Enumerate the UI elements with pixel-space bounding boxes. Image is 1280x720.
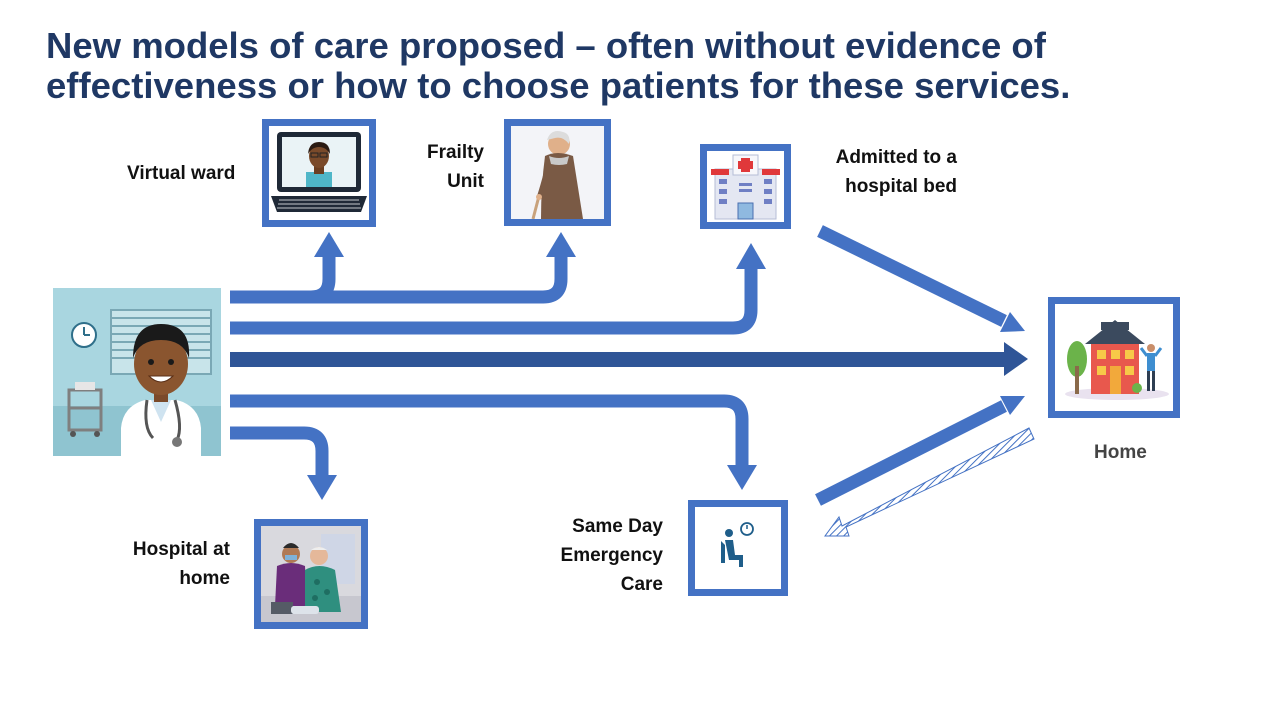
arrowhead-frailty-unit (546, 232, 576, 257)
label-virtual-ward: Virtual ward (127, 159, 235, 188)
arrow-to-sdec (230, 394, 749, 466)
admitted-box (700, 144, 791, 229)
arrowhead-admitted (736, 243, 766, 269)
label-virtual-ward-text: Virtual ward (127, 163, 236, 184)
home-box (1048, 297, 1180, 418)
label-frailty-unit: Frailty Unit (410, 138, 484, 196)
arrowhead-virtual-ward (314, 232, 344, 257)
arrow-admitted-to-home (817, 225, 1007, 327)
page-title: New models of care proposed – often with… (46, 26, 1246, 106)
label-sdec-line3: Care (620, 574, 663, 595)
label-home: Home (1094, 438, 1147, 467)
seated-patient-clock-icon (695, 507, 781, 589)
label-home-text: Home (1094, 442, 1147, 463)
hospital-at-home-box (254, 519, 368, 629)
label-admitted-line2: hospital bed (845, 176, 957, 197)
arrow-home-return-hatched (824, 427, 1035, 537)
home-nurse-visit-icon (261, 526, 361, 622)
arrowhead-hospital-at-home (307, 475, 337, 500)
title-line-2: effectiveness or how to choose patients … (46, 65, 1071, 106)
label-sdec: Same Day Emergency Care (540, 512, 663, 599)
arrow-sdec-to-home (815, 400, 1007, 506)
label-frailty-unit-line2: Unit (447, 171, 484, 192)
sdec-box (688, 500, 788, 596)
arrowhead-admitted-home (1000, 312, 1025, 332)
arrow-to-hospital-at-home (230, 426, 329, 477)
arrow-to-admitted (230, 268, 758, 335)
label-hospital-at-home: Hospital at home (110, 535, 230, 593)
doctor-on-laptop-icon (271, 132, 367, 212)
label-admitted: Admitted to a hospital bed (800, 143, 957, 201)
arrowhead-sdec (727, 465, 757, 490)
hospital-building-icon (707, 151, 784, 222)
label-hospital-at-home-line1: Hospital at (132, 539, 230, 560)
arrow-direct-to-home (230, 352, 1005, 367)
elderly-person-with-cane-icon (511, 126, 604, 219)
label-sdec-line1: Same Day (572, 516, 663, 537)
label-sdec-line2: Emergency (560, 545, 663, 566)
virtual-ward-box (262, 119, 376, 227)
frailty-unit-box (504, 119, 611, 226)
label-admitted-line1: Admitted to a (835, 147, 957, 168)
label-frailty-unit-line1: Frailty (426, 142, 484, 163)
house-with-person-icon (1055, 304, 1173, 411)
arrowhead-sdec-home (1000, 396, 1025, 415)
title-line-1: New models of care proposed – often with… (46, 25, 1046, 66)
arrow-to-frailty-unit (284, 256, 568, 304)
label-hospital-at-home-line2: home (179, 568, 230, 589)
doctor-portrait-icon (53, 288, 221, 456)
arrowhead-direct-home (1004, 342, 1028, 376)
